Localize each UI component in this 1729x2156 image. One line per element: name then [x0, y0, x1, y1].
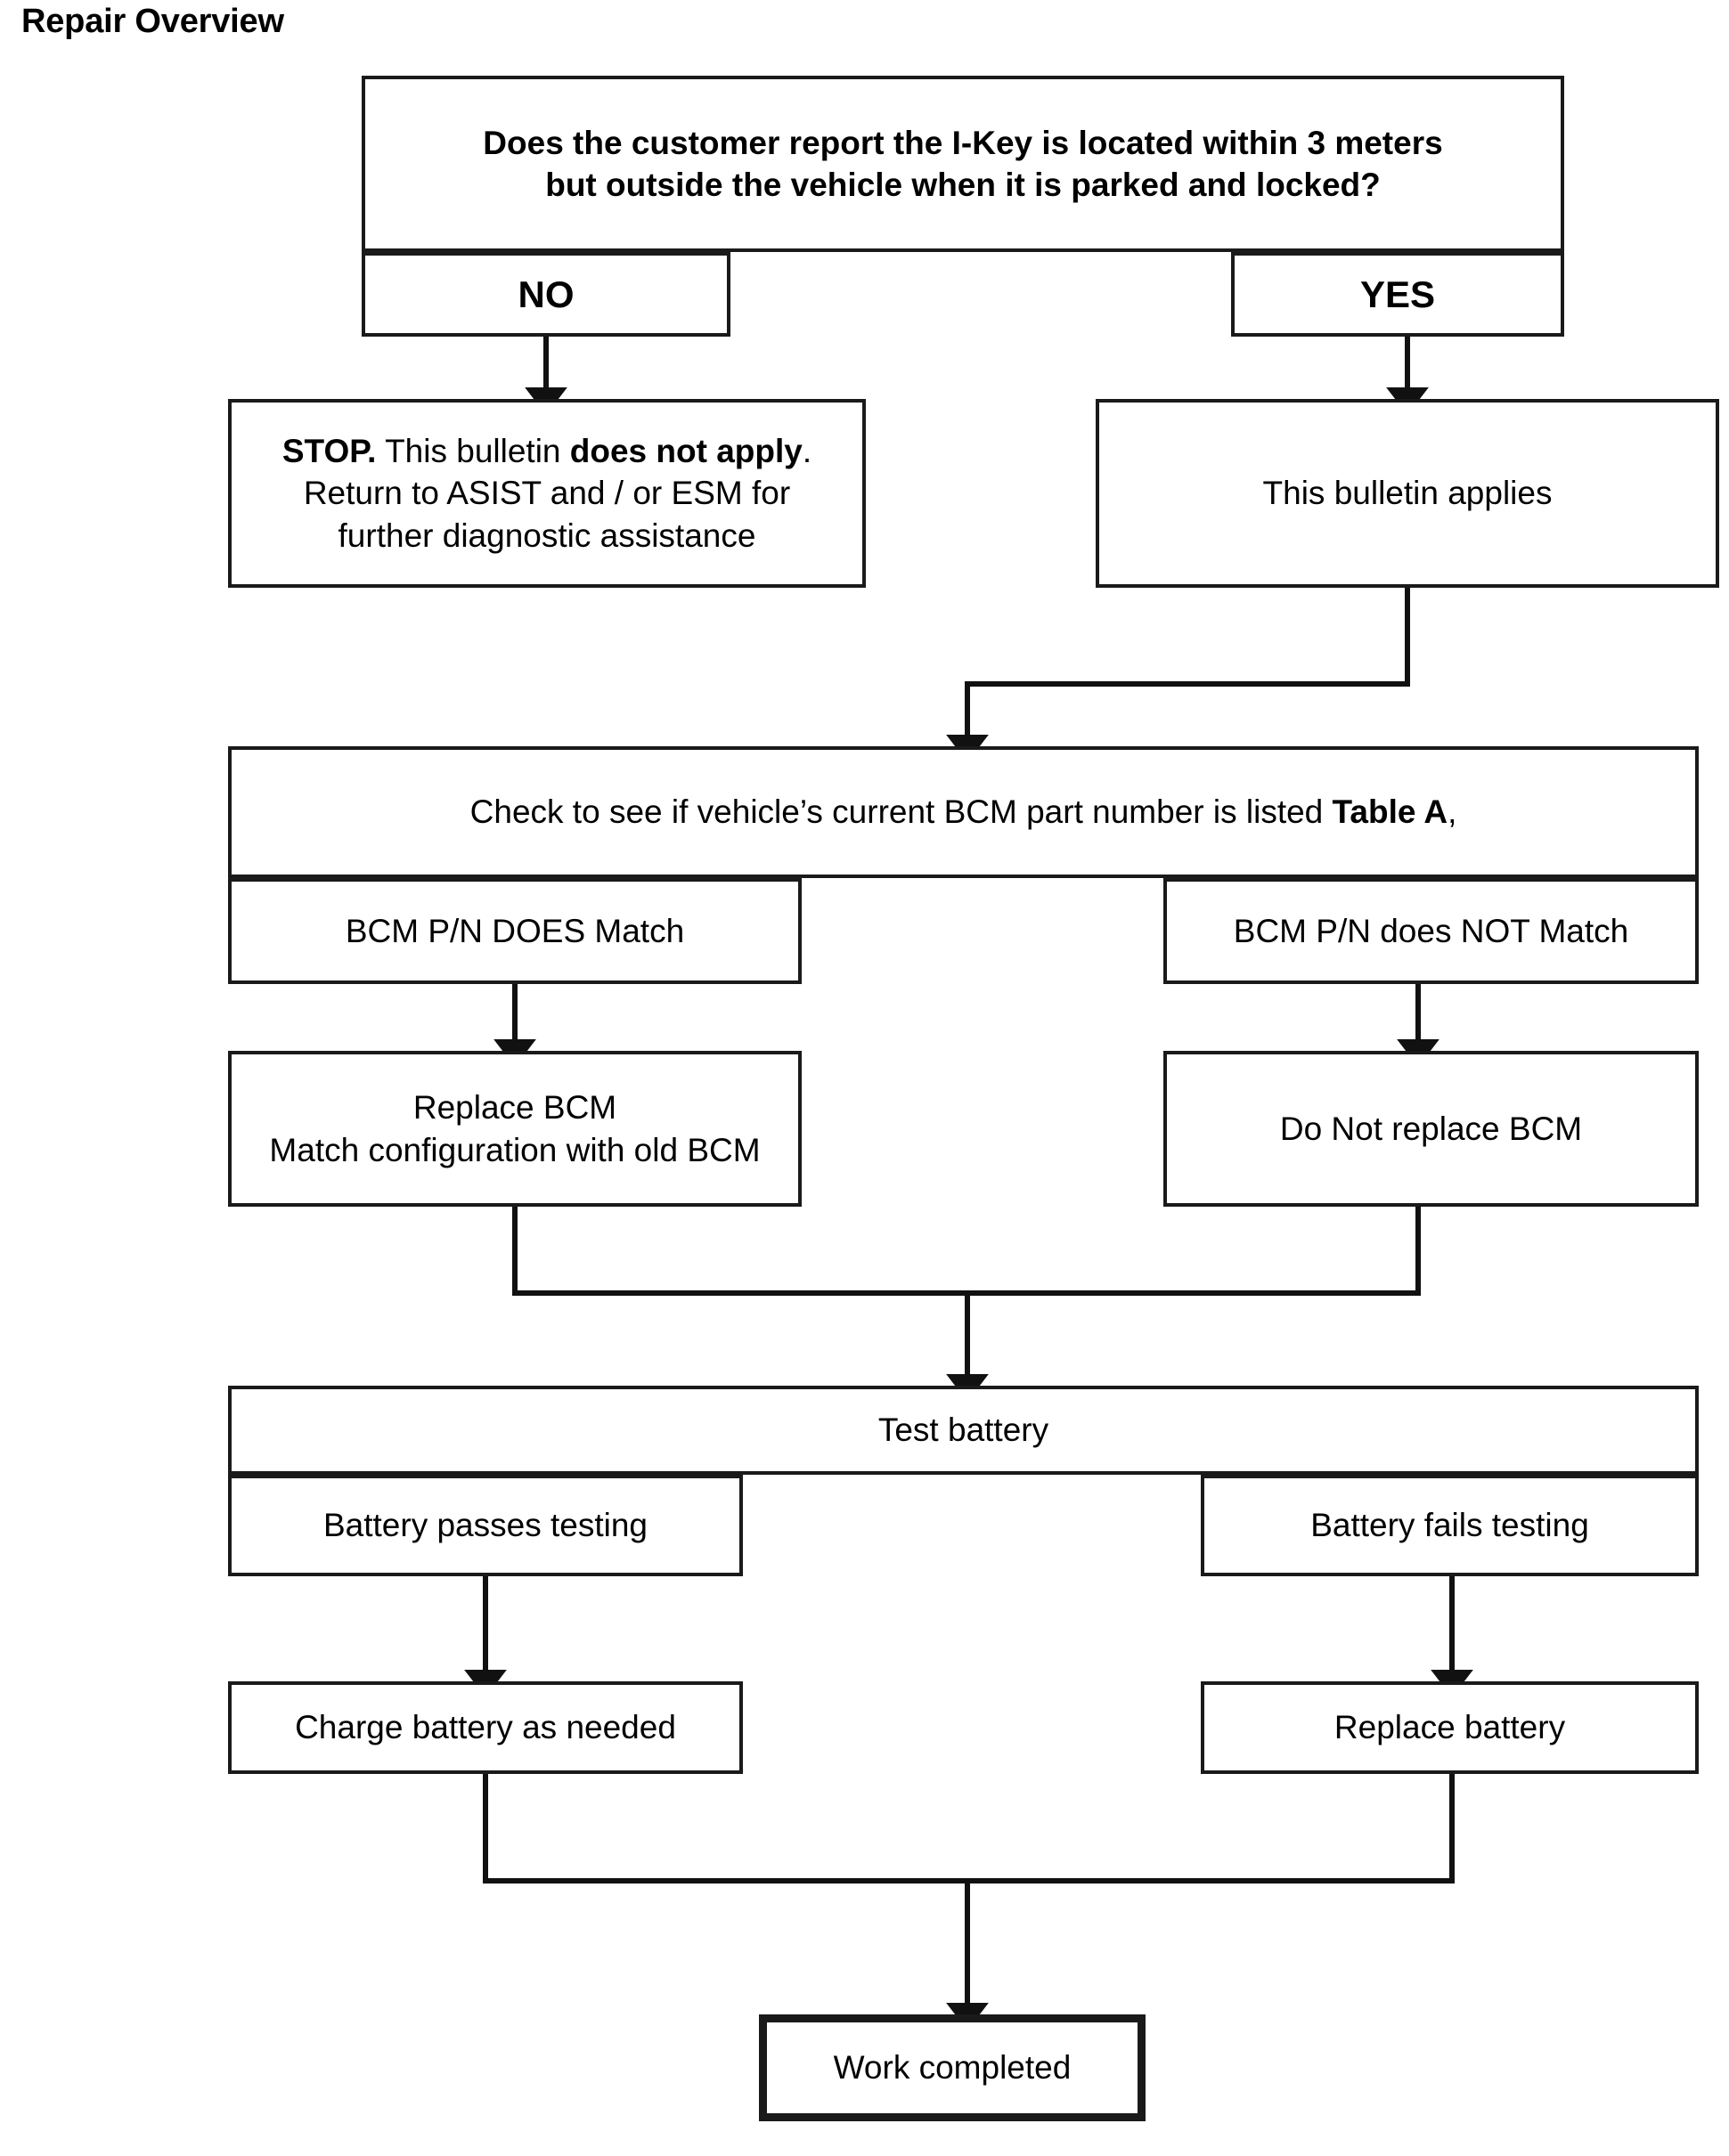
check-bcm-table-ref: Table A: [1332, 793, 1448, 831]
check-bcm-text: Check to see if vehicle’s current BCM pa…: [242, 791, 1684, 833]
stop-line-3: further diagnostic assistance: [338, 517, 756, 554]
node-replace-bcm: Replace BCM Match configuration with old…: [228, 1051, 802, 1207]
node-bcm-does-match: BCM P/N DOES Match: [228, 878, 802, 984]
node-replace-battery: Replace battery: [1201, 1681, 1699, 1774]
replace-bcm-line-2: Match configuration with old BCM: [269, 1131, 761, 1168]
stop-line-2: Return to ASIST and / or ESM for: [303, 475, 791, 512]
do-not-replace-bcm-label: Do Not replace BCM: [1279, 1110, 1583, 1147]
node-bulletin-applies: This bulletin applies: [1096, 399, 1719, 588]
branch-no-label: NO: [518, 273, 575, 315]
test-battery-label: Test battery: [877, 1412, 1049, 1449]
replace-battery-label: Replace battery: [1333, 1709, 1566, 1746]
stop-keyword: STOP.: [281, 432, 377, 469]
node-battery-fails: Battery fails testing: [1201, 1475, 1699, 1576]
node-bcm-does-not-match: BCM P/N does NOT Match: [1163, 878, 1699, 984]
edge-battery-merge-bar: [483, 1774, 1455, 1883]
node-charge-battery: Charge battery as needed: [228, 1681, 743, 1774]
node-stop: STOP. This bulletin does not apply. Retu…: [228, 399, 866, 588]
check-bcm-trailing: ,: [1448, 793, 1457, 831]
bulletin-applies-label: This bulletin applies: [1262, 475, 1553, 512]
work-completed-inner-border: Work completed: [763, 2019, 1141, 2117]
bcm-does-match-label: BCM P/N DOES Match: [345, 912, 685, 949]
node-branch-yes: YES: [1231, 252, 1564, 337]
work-completed-label: Work completed: [833, 2049, 1072, 2087]
page-title: Repair Overview: [21, 3, 284, 40]
check-bcm-sentence: Check to see if vehicle’s current BCM pa…: [469, 793, 1333, 831]
stop-line-1: STOP. This bulletin does not apply.: [242, 430, 852, 472]
branch-yes-label: YES: [1359, 273, 1436, 315]
bcm-does-not-match-label: BCM P/N does NOT Match: [1233, 912, 1629, 949]
replace-bcm-line-1: Replace BCM: [412, 1089, 617, 1127]
stop-text-a: This bulletin: [376, 432, 570, 469]
node-do-not-replace-bcm: Do Not replace BCM: [1163, 1051, 1699, 1207]
edge-applies-to-check: [946, 588, 1410, 762]
node-work-completed: Work completed: [759, 2014, 1146, 2121]
edge-bcm-merge-bar: [512, 1207, 1421, 1296]
node-test-battery: Test battery: [228, 1386, 1699, 1475]
stop-emphasis: does not apply: [569, 432, 803, 469]
question-line-2: but outside the vehicle when it is parke…: [545, 167, 1381, 203]
question-line-1: Does the customer report the I-Key is lo…: [483, 124, 1443, 161]
charge-battery-label: Charge battery as needed: [295, 1709, 676, 1746]
node-branch-no: NO: [362, 252, 730, 337]
node-question: Does the customer report the I-Key is lo…: [362, 76, 1564, 252]
battery-passes-label: Battery passes testing: [322, 1507, 648, 1544]
stop-text-b: .: [802, 432, 812, 469]
battery-fails-label: Battery fails testing: [1310, 1507, 1589, 1544]
node-check-bcm: Check to see if vehicle’s current BCM pa…: [228, 746, 1699, 878]
node-battery-passes: Battery passes testing: [228, 1475, 743, 1576]
